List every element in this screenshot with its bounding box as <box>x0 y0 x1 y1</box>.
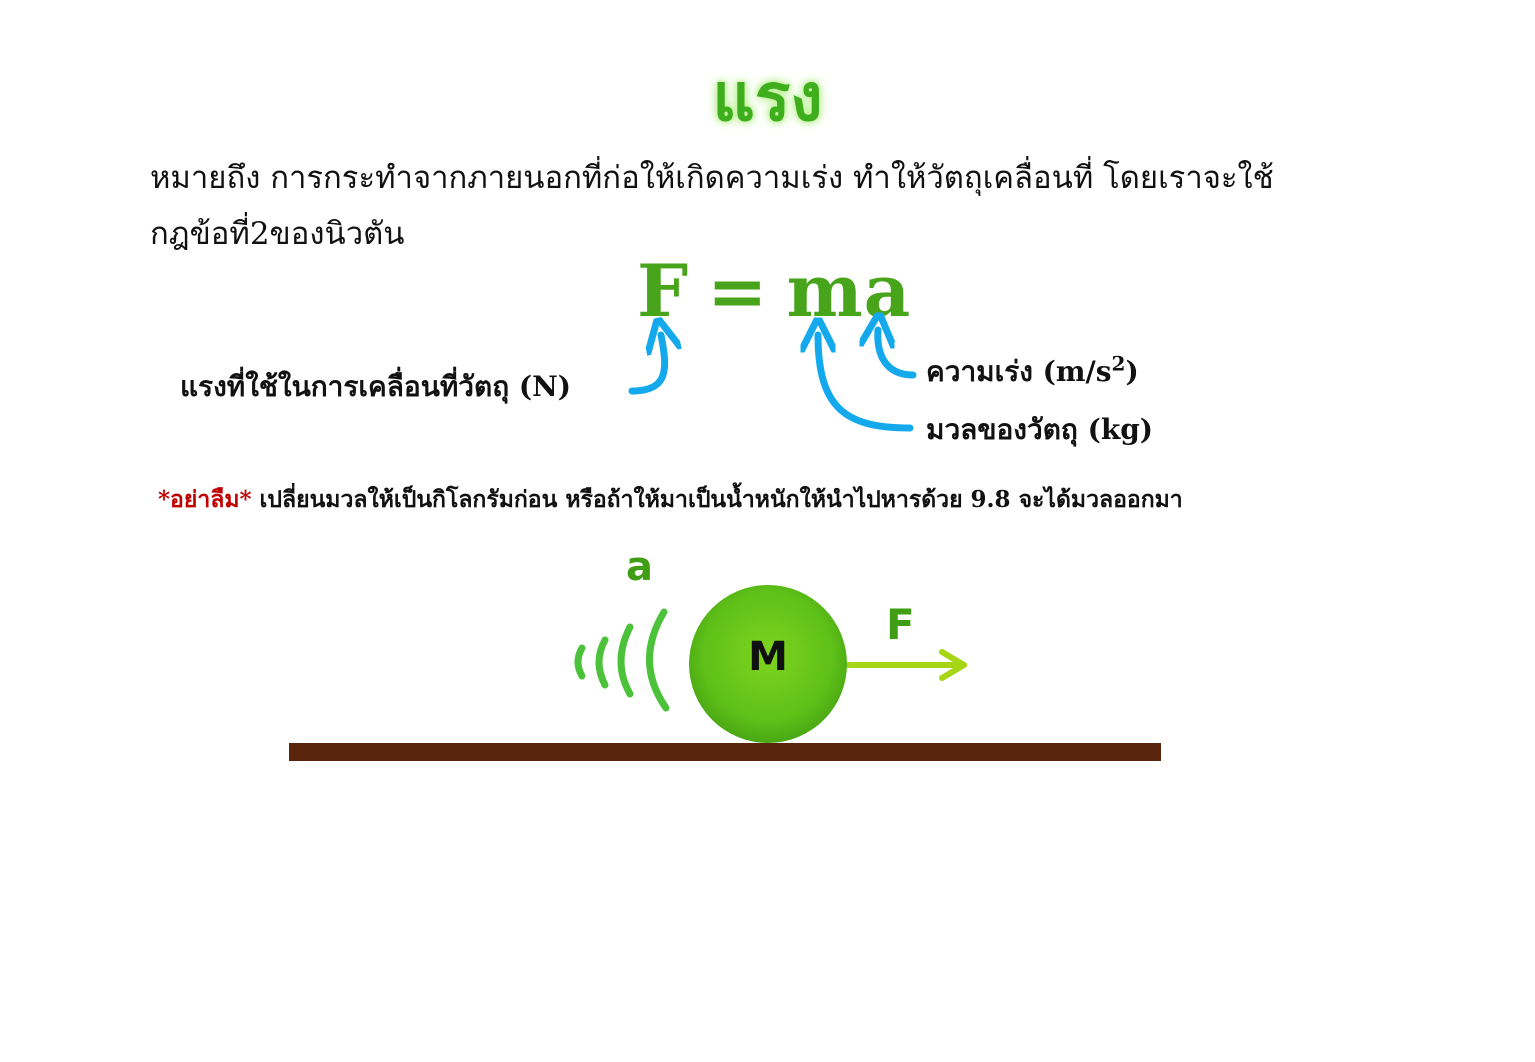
reminder-warning: *อย่าลืม* <box>158 486 252 513</box>
force-arrow-icon <box>843 649 967 681</box>
mass-label: มวลของวัตถุ (kg) <box>926 413 1154 446</box>
page-title: แรง <box>712 58 823 136</box>
ground-surface <box>289 743 1161 761</box>
mass-symbol: M <box>748 634 788 680</box>
accel-arrow-curve <box>878 330 917 379</box>
definition-text: หมายถึง การกระทำจากภายนอกที่ก่อให้เกิดคว… <box>150 160 1274 252</box>
mass-arrow-curve <box>818 335 914 432</box>
mass-ball <box>689 585 847 743</box>
reminder-note: *อย่าลืม* เปลี่ยนมวลให้เป็นกิโลกรัมก่อน … <box>158 482 1183 518</box>
acceleration-label: ความเร่ง (m/s2) <box>926 351 1139 388</box>
reminder-text: เปลี่ยนมวลให้เป็นกิโลกรัมก่อน หรือถ้าให้… <box>251 486 1183 513</box>
force-label: แรงที่ใช้ในการเคลื่อนที่วัตถุ (N) <box>180 370 571 403</box>
formula-equals: = <box>707 248 769 333</box>
formula: F=ma <box>637 248 911 333</box>
acceleration-symbol: a <box>626 544 653 590</box>
force-arrow-curve <box>628 335 665 395</box>
force-symbol: F <box>886 600 915 649</box>
motion-lines-icon <box>574 608 670 712</box>
